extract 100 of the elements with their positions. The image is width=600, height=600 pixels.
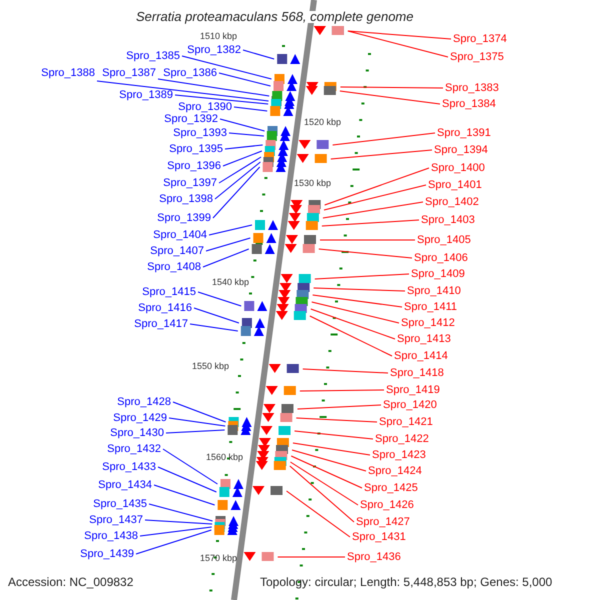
leader-line (318, 248, 412, 258)
leader-line (166, 430, 226, 434)
gene-label: Spro_1410 (407, 285, 461, 297)
gene-label: Spro_1421 (379, 416, 433, 428)
leader-line (172, 402, 226, 422)
gene-label: Spro_1405 (417, 234, 471, 246)
leader-line (218, 156, 262, 184)
position-label: 1570 kbp (200, 553, 238, 563)
gene-label: Spro_1390 (178, 101, 232, 113)
leader-line (339, 90, 440, 104)
gene-label: Spro_1384 (442, 98, 496, 110)
gene-label: Spro_1439 (80, 548, 134, 560)
position-label: 1560 kbp (206, 452, 244, 462)
gene-label: Spro_1426 (360, 499, 414, 511)
position-label: 1540 kbp (212, 277, 250, 287)
leader-line (324, 168, 430, 206)
gene-label: Spro_1400 (431, 162, 485, 174)
leader-line (311, 302, 400, 324)
gene-label: Spro_1383 (445, 82, 499, 94)
leader-line (321, 220, 420, 226)
gene-label: Spro_1387 (102, 67, 156, 79)
gene-label: Spro_1382 (187, 44, 241, 56)
leader-line (224, 144, 264, 150)
leader-line (96, 80, 270, 102)
leader-line (234, 106, 268, 112)
gene-label: Spro_1385 (126, 50, 180, 62)
gene-label: Spro_1424 (368, 465, 422, 477)
position-label: 1520 kbp (304, 117, 342, 127)
gene-label: Spro_1398 (159, 193, 213, 205)
leader-line (296, 404, 382, 410)
gene-label: Spro_1403 (421, 214, 475, 226)
gene-label: Spro_1417 (134, 318, 188, 330)
gene-label: Spro_1411 (404, 301, 458, 313)
leader-line (222, 150, 262, 166)
leader-line (347, 30, 452, 40)
position-label: 1510 kbp (200, 31, 238, 41)
leader-line (154, 484, 216, 506)
gene-label: Spro_1434 (98, 479, 152, 491)
leader-line (212, 166, 260, 218)
gene-label: Spro_1408 (147, 261, 201, 273)
gene-label: Spro_1391 (437, 127, 491, 139)
leader-line (136, 530, 212, 554)
leader-line (194, 308, 240, 324)
gene-label: Spro_1407 (150, 245, 204, 257)
leader-line (310, 308, 396, 340)
gene-label: Spro_1415 (142, 286, 196, 298)
gene-label: Spro_1412 (401, 317, 455, 329)
gene-label: Spro_1386 (163, 67, 217, 79)
gene-label: Spro_1375 (450, 51, 504, 63)
leader-line (286, 490, 350, 538)
footer-text: Accession: NC_009832 (8, 576, 134, 588)
gene-label: Spro_1401 (428, 179, 482, 191)
leader-line (332, 132, 436, 146)
gene-label: Spro_1432 (107, 443, 161, 455)
leader-line (158, 78, 270, 96)
leader-line (206, 238, 251, 252)
gene-label: Spro_1399 (157, 212, 211, 224)
leader-line (313, 288, 406, 292)
gene-label: Spro_1406 (414, 252, 468, 264)
gene-label: Spro_1435 (93, 498, 147, 510)
title: Serratia proteamaculans 568, complete genome (136, 11, 414, 23)
leader-line (140, 526, 212, 536)
gene-label: Spro_1429 (113, 412, 167, 424)
gene-label: Spro_1431 (352, 531, 406, 543)
leader-line (314, 274, 410, 280)
leader-line (168, 418, 226, 426)
footer-text: Topology: circular; Length: 5,448,853 bp; Genes: 5,000 (260, 576, 552, 588)
gene-label: Spro_1392 (164, 113, 218, 125)
leader-line (220, 118, 266, 132)
gene-label: Spro_1433 (102, 461, 156, 473)
leader-line (190, 324, 238, 332)
gene-label: Spro_1396 (167, 160, 221, 172)
leader-line (290, 462, 358, 506)
leader-line (324, 184, 426, 210)
gene-label: Spro_1419 (386, 384, 440, 396)
gene-label: Spro_1409 (411, 268, 465, 280)
gene-label: Spro_1428 (117, 396, 171, 408)
leader-line (228, 132, 264, 136)
leader-line (218, 72, 272, 86)
leader-line (340, 86, 444, 88)
leader-line (312, 294, 402, 308)
gene-label: Spro_1423 (372, 449, 426, 461)
leader-line (277, 556, 346, 558)
leader-line (289, 466, 354, 522)
leader-line (174, 94, 269, 104)
gene-label: Spro_1388 (41, 67, 95, 79)
gene-label: Spro_1416 (138, 302, 192, 314)
gene-label: Spro_1420 (383, 399, 437, 411)
gene-label: Spro_1437 (89, 514, 143, 526)
leader-line (299, 390, 384, 392)
leader-line (330, 150, 432, 160)
leader-line (347, 30, 448, 58)
gene-label: Spro_1430 (110, 427, 164, 439)
gene-label: Spro_1404 (153, 229, 207, 241)
leader-line (242, 50, 275, 60)
gene-label: Spro_1402 (425, 196, 479, 208)
gene-label: Spro_1394 (434, 144, 488, 156)
gene-label: Spro_1414 (394, 350, 448, 362)
gene-label: Spro_1425 (364, 482, 418, 494)
leader-line (162, 448, 218, 484)
